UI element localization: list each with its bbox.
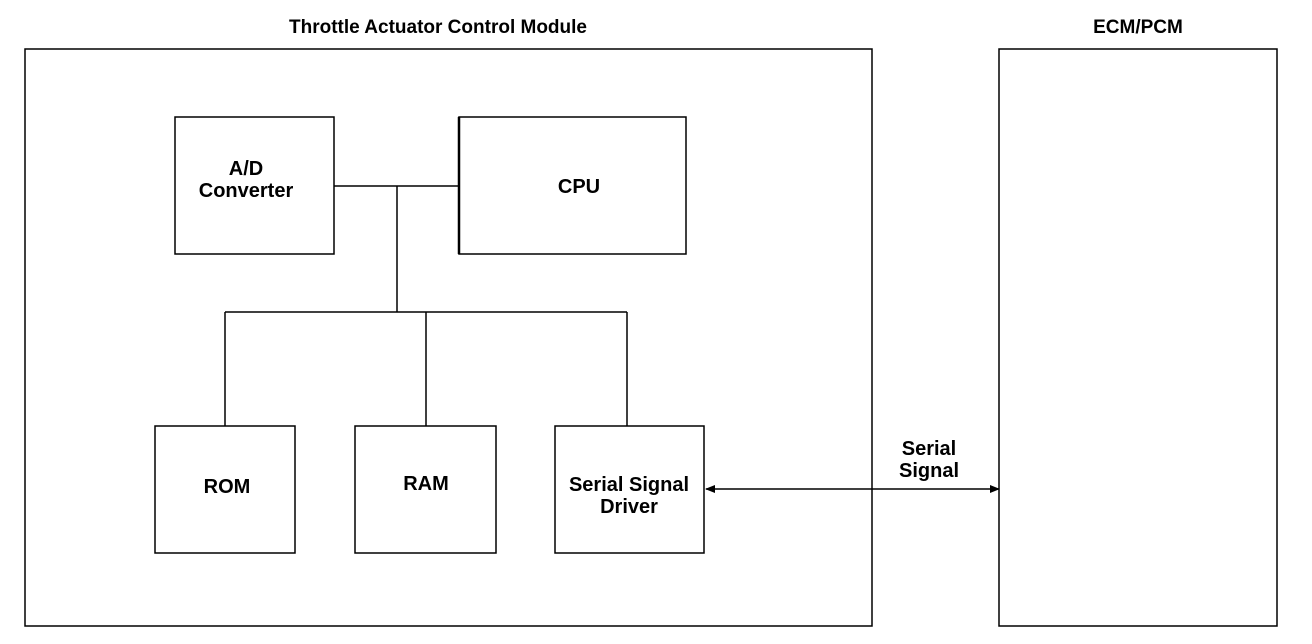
- cpu-block: CPU: [457, 116, 687, 255]
- serial-signal-link: Serial Signal: [705, 438, 1000, 493]
- ad-converter-label-line1: A/D: [229, 158, 263, 180]
- ad-converter-block: A/D Converter: [174, 116, 335, 255]
- serial-signal-label-line2: Signal: [899, 460, 959, 482]
- serial-driver-label-line1: Serial Signal: [569, 474, 689, 496]
- ecm-pcm-module-box: [998, 48, 1278, 627]
- ram-block: RAM: [354, 425, 497, 554]
- serial-signal-driver-block: Serial Signal Driver: [554, 425, 705, 554]
- rom-label: ROM: [204, 476, 251, 498]
- tacm-title: Throttle Actuator Control Module: [289, 17, 587, 38]
- rom-block: ROM: [154, 425, 296, 554]
- ecm-pcm-title: ECM/PCM: [1093, 17, 1183, 38]
- ram-label: RAM: [403, 473, 449, 495]
- ad-converter-label-line2: Converter: [199, 180, 294, 202]
- serial-signal-label-line1: Serial: [902, 438, 956, 460]
- serial-driver-label-line2: Driver: [600, 496, 658, 518]
- cpu-label: CPU: [558, 176, 600, 198]
- internal-bus: [224, 185, 628, 426]
